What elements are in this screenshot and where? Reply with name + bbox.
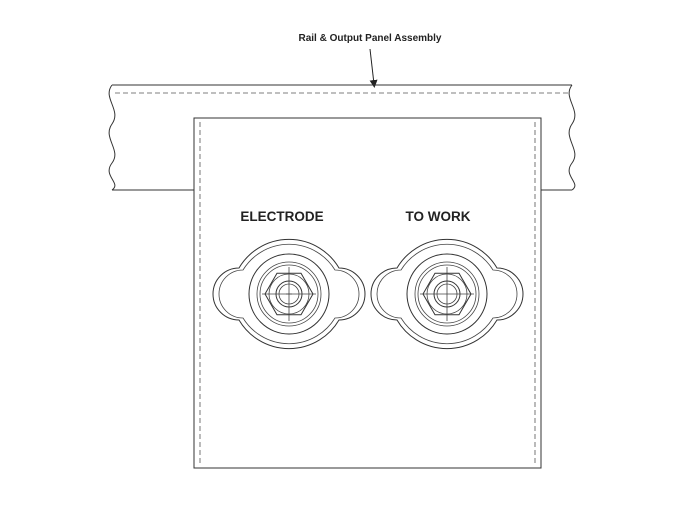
to-work-label: TO WORK	[406, 209, 471, 224]
rail	[108, 84, 576, 191]
to-work-terminal	[370, 238, 524, 350]
electrode-terminal	[212, 238, 366, 350]
callout-label: Rail & Output Panel Assembly	[299, 33, 442, 44]
output-panel	[193, 117, 542, 469]
callout-leader-arrow	[369, 48, 378, 88]
electrode-label: ELECTRODE	[240, 209, 323, 224]
